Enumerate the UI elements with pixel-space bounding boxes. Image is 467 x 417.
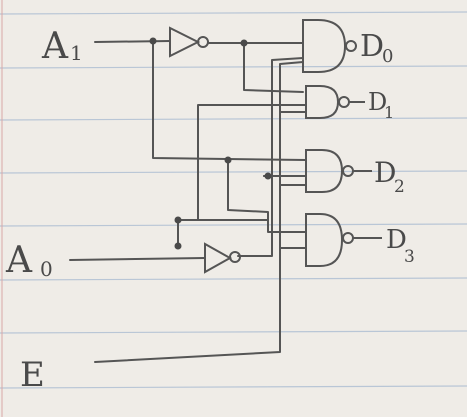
junction-not-a0 [264, 172, 272, 180]
not-gate-a1 [169, 26, 209, 58]
junction-not-a1 [240, 39, 248, 47]
label-d3-sub: 3 [404, 247, 415, 267]
label-d0: D [360, 29, 384, 64]
ruled-lines [0, 11, 467, 389]
label-a0: A [5, 240, 33, 281]
label-d2: D [374, 156, 396, 189]
label-a0-sub: 0 [40, 257, 53, 281]
and-gates [302, 19, 357, 267]
junction-a0 [174, 242, 182, 250]
label-d1-sub: 1 [384, 103, 394, 122]
junction-a1-lower [224, 156, 232, 164]
wire-a1-to-and-d2 [152, 40, 307, 161]
label-d2-sub: 2 [394, 177, 405, 197]
inverters [169, 26, 241, 274]
and-gate-d0 [302, 19, 357, 73]
junctions [149, 37, 272, 250]
signal-labels: A 1 A 0 E D 0 D 1 D 2 D 3 [5, 26, 415, 395]
wire-a1-input [94, 40, 171, 43]
output-leads [349, 101, 382, 239]
wire-enable-bus [94, 61, 304, 363]
junction-a1 [149, 37, 157, 45]
label-enable: E [20, 355, 45, 395]
label-d0-sub: 0 [382, 46, 393, 67]
label-a1: A [41, 26, 69, 67]
not-gate-a0 [204, 242, 241, 274]
junction-a0-upper [174, 216, 182, 224]
label-a1-sub: 1 [70, 41, 83, 65]
label-d3: D [386, 225, 407, 255]
wire-not-a1-to-and-d1 [243, 42, 304, 93]
wire-a0-input [69, 257, 206, 261]
label-d1: D [368, 88, 387, 116]
wire-not-a0-to-and-d0 [237, 57, 304, 257]
